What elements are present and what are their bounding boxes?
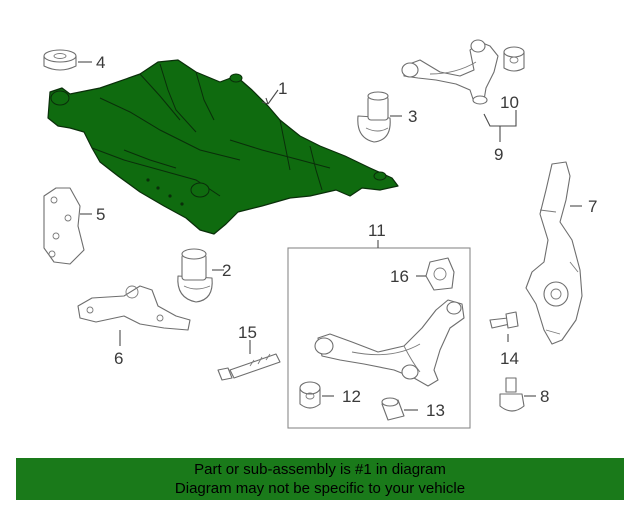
callout-9: 9 xyxy=(494,145,503,164)
part-3-bushing[interactable] xyxy=(357,91,391,143)
callout-10: 10 xyxy=(500,93,519,112)
lower-control-arm[interactable] xyxy=(314,299,465,387)
part-7-knuckle[interactable] xyxy=(525,161,583,345)
part-16-bracket[interactable] xyxy=(425,257,455,291)
callout-15: 15 xyxy=(238,323,257,342)
leader-lines xyxy=(78,61,582,411)
part-12-bushing[interactable] xyxy=(299,381,321,409)
callout-5: 5 xyxy=(96,205,105,224)
callout-16: 16 xyxy=(390,267,409,286)
callout-11: 11 xyxy=(368,221,386,240)
part-2-bushing[interactable] xyxy=(177,248,213,303)
callout-2: 2 xyxy=(222,261,231,280)
info-banner: Part or sub-assembly is #1 in diagram Di… xyxy=(16,458,624,500)
banner-line-2: Diagram may not be specific to your vehi… xyxy=(174,480,466,497)
part-15-bolt[interactable] xyxy=(217,353,281,381)
part-13-bushing[interactable] xyxy=(381,397,405,421)
callout-14: 14 xyxy=(500,349,519,368)
callout-12: 12 xyxy=(342,387,361,406)
parts-diagram: 1 2 3 4 5 6 7 8 9 10 11 12 13 14 15 16 xyxy=(43,39,597,429)
part-5-bracket[interactable] xyxy=(43,187,85,265)
callout-8: 8 xyxy=(540,387,549,406)
sub-assembly-11-box xyxy=(287,247,471,429)
part-1-crossmember[interactable] xyxy=(47,59,399,235)
part-9-upper-arm[interactable] xyxy=(401,39,499,105)
part-6-link[interactable] xyxy=(77,285,191,331)
callout-6: 6 xyxy=(114,349,123,368)
callout-1: 1 xyxy=(278,79,287,98)
part-4-washer[interactable] xyxy=(43,49,77,71)
part-10-bushing[interactable] xyxy=(503,46,525,72)
callout-13: 13 xyxy=(426,401,445,420)
callout-3: 3 xyxy=(408,107,417,126)
callout-7: 7 xyxy=(588,197,597,216)
part-8-ball-joint[interactable] xyxy=(499,377,525,412)
part-14-bolt[interactable] xyxy=(489,311,519,329)
callout-4: 4 xyxy=(96,53,105,72)
banner-line-1: Part or sub-assembly is #1 in diagram xyxy=(194,461,446,478)
